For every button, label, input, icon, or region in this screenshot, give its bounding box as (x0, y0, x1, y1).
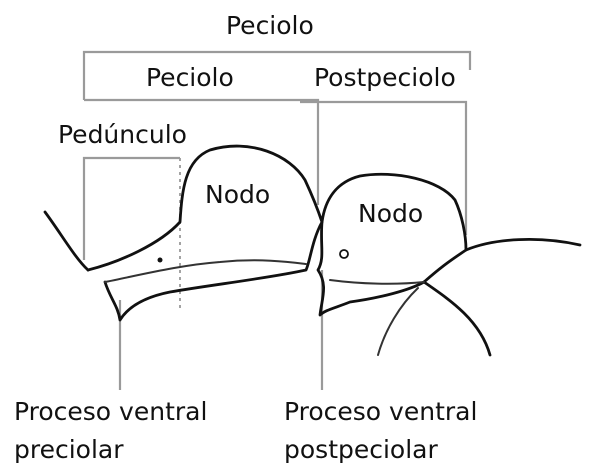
postpetiole-outline (316, 172, 468, 317)
label-nodo-right: Nodo (358, 199, 423, 228)
label-proceso-ventral-preciolar-line1: Proceso ventral (14, 397, 207, 426)
bracket-postpeciolo (300, 100, 468, 235)
gaster-outline (464, 238, 582, 252)
bracket-peciolo (84, 98, 320, 205)
propodeum-left-outline (43, 210, 90, 272)
bracket-peciolo-top (82, 50, 472, 100)
sternite-line-2 (329, 279, 425, 285)
bracket-lines (82, 50, 472, 390)
label-postpeciolo: Postpeciolo (314, 63, 456, 92)
ant-body-outline (43, 144, 582, 357)
label-proceso-ventral-preciolar-line2: preciolar (14, 435, 124, 464)
label-proceso-ventral-postpeciolar-line1: Proceso ventral (284, 397, 477, 426)
diagram-labels: Peciolo Peciolo Postpeciolo Pedúnculo No… (14, 11, 477, 464)
spiracle-petiole (157, 257, 163, 263)
gaster-inner-curve (377, 287, 419, 356)
label-nodo-left: Nodo (205, 180, 270, 209)
sternite-line-1 (104, 259, 307, 283)
label-proceso-ventral-postpeciolar-line2: postpeciolar (284, 435, 438, 464)
label-peciolo: Peciolo (146, 63, 234, 92)
petiole-outline (86, 144, 324, 322)
bracket-pedunculo (82, 156, 180, 260)
gaster-lower-outline (422, 280, 492, 357)
spiracle-postpetiole (339, 249, 349, 259)
label-pedunculo: Pedúnculo (58, 120, 187, 149)
label-peciolo-top: Peciolo (226, 11, 314, 40)
